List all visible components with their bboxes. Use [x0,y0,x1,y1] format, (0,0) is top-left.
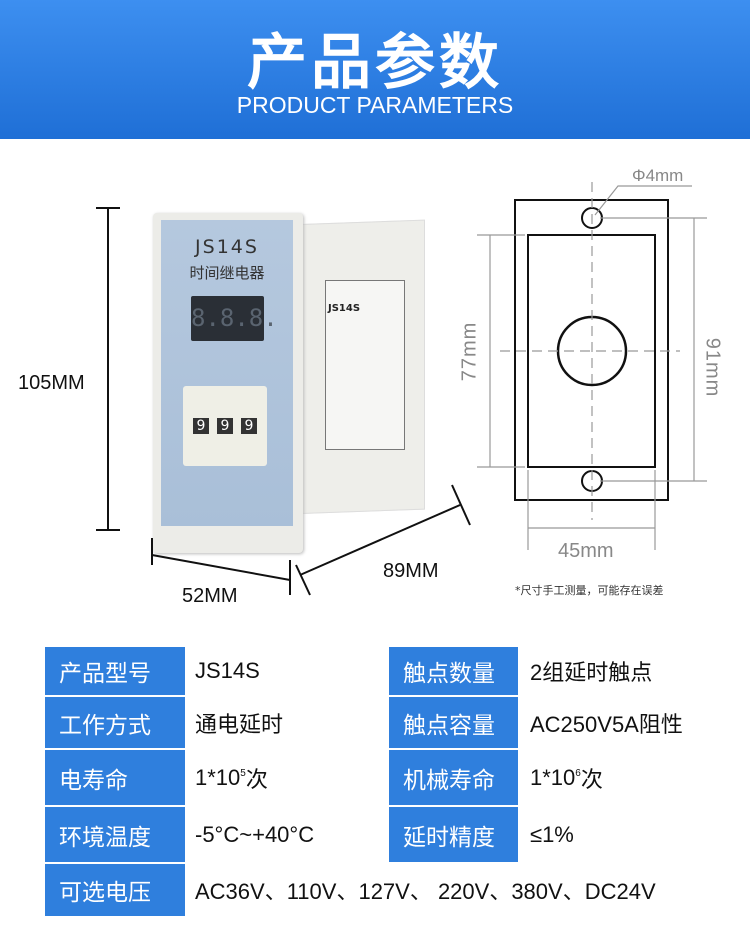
spec-value: AC250V5A阻性 [530,711,683,737]
dimension-lines [96,182,707,596]
thumbwheel-dials: 9 9 9 [183,386,267,466]
spec-label: 环境温度 [45,807,185,862]
spec-value: ≤1% [530,821,574,847]
spec-value: 通电延时 [195,711,284,737]
header-banner: 产品参数 PRODUCT PARAMETERS [0,0,750,139]
dial[interactable]: 9 [241,418,257,434]
spec-label: 产品型号 [45,647,185,695]
product-name-label: 时间继电器 [189,264,265,282]
spec-label: 可选电压 [45,864,185,916]
spec-value: -5°C~+40°C [195,821,315,847]
value-exponent: 6 [575,768,581,779]
measurement-note: *尺寸手工测量，可能存在误差 [515,584,664,597]
product-model-label: JS14S [195,236,259,258]
inner-width-dimension: 45mm [558,540,614,562]
side-label: JS14S [328,303,361,314]
spec-label: 触点容量 [389,697,518,748]
spec-value: JS14S [195,658,260,683]
value-exponent: 5 [240,768,246,779]
value-unit: 次 [245,766,268,792]
spec-label: 电寿命 [45,750,185,805]
spec-label: 延时精度 [389,807,518,862]
value-base: 1*10 [195,764,241,790]
spec-label: 机械寿命 [389,750,518,805]
inner-height-dimension: 77mm [458,321,481,382]
dial[interactable]: 9 [217,418,233,434]
hole-spacing-dimension: 91mm [701,337,724,398]
hole-diameter: Φ4mm [632,166,684,185]
dial[interactable]: 9 [193,418,209,434]
page-subtitle: PRODUCT PARAMETERS [236,92,514,118]
width-dimension: 52MM [182,585,238,607]
height-dimension: 105MM [18,372,85,394]
value-unit: 次 [580,766,603,792]
spec-value: AC36V、110V、127V、 220V、380V、DC24V [195,879,656,904]
depth-dimension: 89MM [383,560,439,582]
page-title: 产品参数 [247,28,503,98]
spec-label: 工作方式 [45,697,185,748]
led-display: 8.8.8. [191,296,278,341]
spec-label: 触点数量 [389,647,518,695]
spec-value: 2组延时触点 [530,660,653,685]
value-base: 1*10 [530,764,576,790]
